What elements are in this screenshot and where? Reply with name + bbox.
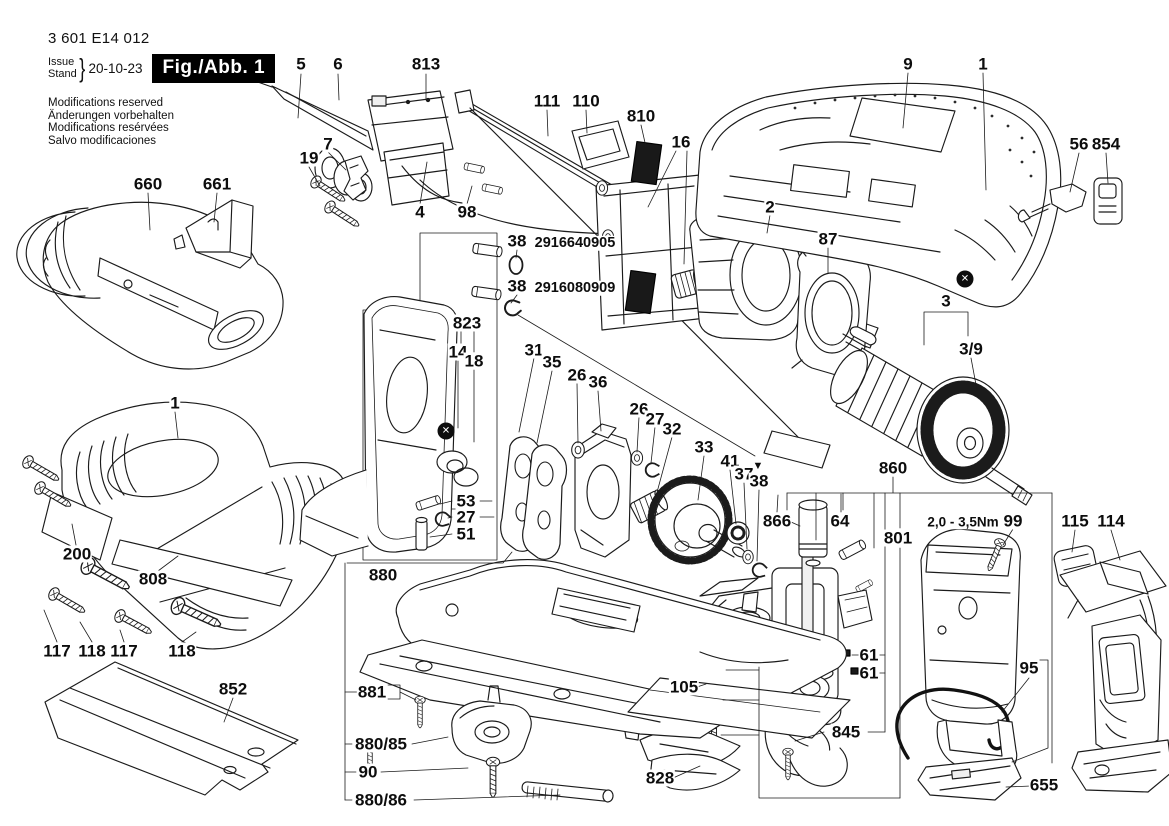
note-line: Modifications reserved	[48, 97, 164, 109]
part-cover-655	[917, 757, 1022, 801]
brace-glyph: }	[79, 52, 86, 83]
part-knob-880-85	[451, 685, 532, 764]
part-gear-housing-823	[299, 296, 479, 557]
note-line: Änderungen vorbehalten	[48, 109, 174, 122]
note-line: Salvo modificaciones	[48, 134, 157, 147]
part-gearbox-99	[920, 528, 1021, 725]
part-lever-56	[1017, 183, 1087, 223]
part-slider-854	[1093, 177, 1123, 225]
stand-label: Stand	[48, 68, 77, 80]
part-base-plate-852	[44, 661, 299, 796]
issue-date: 20-10-23	[88, 60, 143, 76]
part-guard-110	[571, 120, 630, 170]
title-block: 3 601 E14 012 Issue Stand } 20-10-23 Fig…	[48, 30, 276, 147]
part-counterweight-plates-31-35	[500, 436, 568, 560]
modification-notes: Modifications reserved Änderungen vorbeh…	[48, 97, 275, 147]
type-number: 3 601 E14 012	[48, 30, 150, 47]
part-clamp-7	[343, 155, 369, 201]
part-support-36	[574, 423, 632, 558]
part-sticker-9	[849, 97, 956, 153]
issue-label: Issue	[48, 56, 75, 68]
part-needle-bearing-41	[726, 521, 750, 545]
part-sheet-808	[111, 539, 293, 607]
part-brush-plate-16	[595, 140, 707, 331]
part-module-114	[1059, 550, 1169, 793]
note-line: Modifications resérvées	[48, 122, 169, 134]
part-housing-left-1	[41, 401, 350, 650]
part-switch-813	[367, 90, 454, 206]
part-sticker-200	[41, 491, 113, 561]
figure-badge: Fig./Abb. 1	[152, 53, 276, 83]
part-rod-880-86	[521, 781, 614, 803]
part-screw-90	[485, 756, 501, 798]
callout-lines	[43, 72, 1121, 801]
part-bearing-flange-87	[791, 245, 873, 377]
part-armature-3	[830, 326, 1033, 506]
